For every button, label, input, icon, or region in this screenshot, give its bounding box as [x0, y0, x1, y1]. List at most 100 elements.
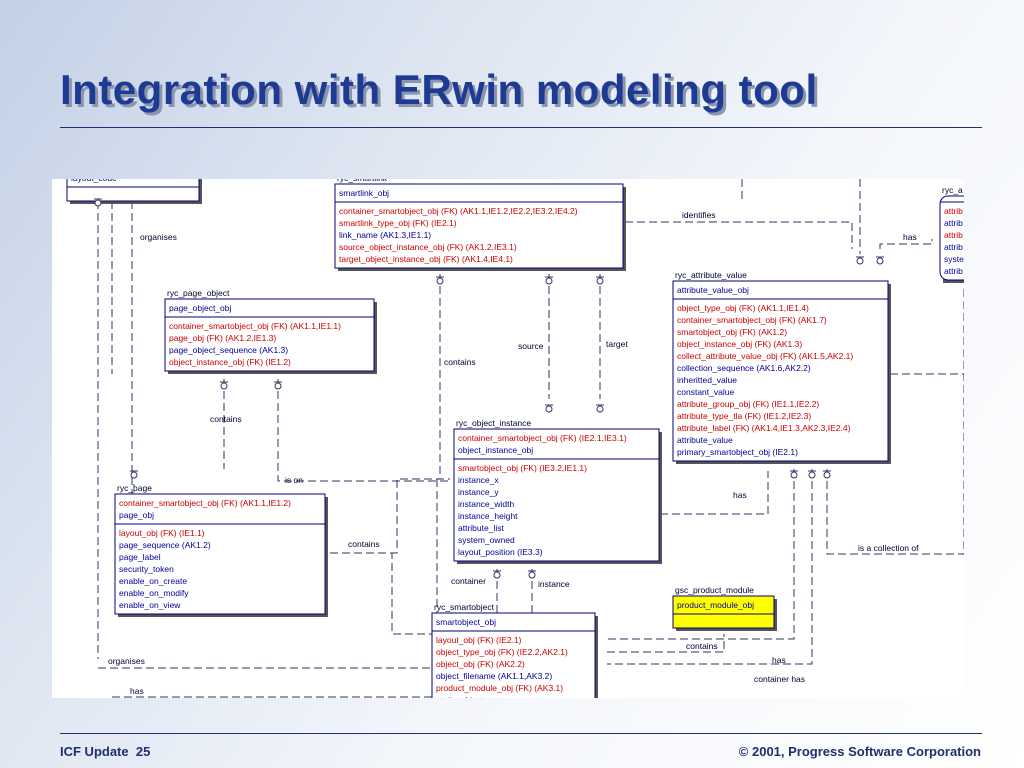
- cardinality-marker: [856, 256, 864, 265]
- cardinality-marker: [790, 470, 798, 479]
- entity-attribute: enable_on_create: [119, 576, 187, 586]
- entity-attribute: attribute_type_tla (FK) (IE1.2,IE2.3): [677, 411, 811, 421]
- entity-title: ryc_page: [117, 483, 152, 493]
- entity-box: [672, 595, 775, 629]
- relationship-label-rel-has-so: has: [772, 655, 786, 665]
- entity-box: [453, 428, 660, 562]
- entity-attribute: object_filename (AK1.1,AK3.2): [436, 671, 552, 681]
- entity-box: [164, 298, 375, 372]
- relationship-label-rel-contains-pm: contains: [686, 641, 718, 651]
- entity-layout_partial: layout_code: [66, 179, 202, 204]
- footer-divider: [60, 733, 982, 734]
- entity-attribute: page_object_sequence (AK1.3): [169, 345, 288, 355]
- entity-attribute: attribute_value: [677, 435, 733, 445]
- entity-page_object: ryc_page_object page_object_obj container_…: [164, 288, 377, 374]
- entities: ryc_smartlinksmartlink_objcontainer_smar…: [66, 179, 964, 698]
- relationship-label-rel-instance: instance: [538, 579, 570, 589]
- entity-attribute: attribute_label (FK) (AK1.4,IE1.3,AK2.3,…: [677, 423, 851, 433]
- entity-attribute: system_owned: [458, 535, 515, 545]
- entity-box: [114, 493, 326, 615]
- entity-box: [66, 179, 200, 202]
- relationship-label-rel-container: container: [451, 576, 486, 586]
- cardinality-marker: [545, 276, 553, 285]
- rel-line-av-down2: [607, 469, 813, 665]
- relationship-lines: [97, 179, 964, 698]
- entity-smartobject: ryc_smartobject smartobject_obj layout_obj…: [431, 602, 598, 698]
- relationship-label-rel-source: source: [518, 341, 544, 351]
- entity-object_instance: ryc_object_instancecontainer_smartobject…: [453, 418, 662, 564]
- footer-left-text: ICF Update: [60, 744, 129, 759]
- entity-attribute_value: ryc_attribute_valueattribute_value_objob…: [672, 270, 891, 464]
- entity-box: [672, 280, 889, 462]
- relationship-label-rel-contains-pageobj: contains: [210, 414, 242, 424]
- cardinality-marker: [596, 404, 604, 413]
- entity-attribute: container_smartobject_obj (FK) (AK1.1,IE…: [339, 206, 578, 216]
- er-diagram: ryc_smartlinksmartlink_objcontainer_smar…: [66, 179, 964, 698]
- rel-line-page-smartobject: [330, 552, 432, 635]
- cardinality-marker: [130, 470, 138, 479]
- entity-attribute: security_token: [119, 564, 174, 574]
- entity-attribute: instance_x: [458, 475, 499, 485]
- entity-attribute: page_obj (FK) (AK1.2,IE1.3): [169, 333, 276, 343]
- entity-attribute: object_obj (FK) (AK2.2): [436, 659, 525, 669]
- entity-key-attribute: smartobject_obj: [436, 617, 496, 627]
- entity-key-attribute: product_module_obj: [677, 600, 754, 610]
- entity-attribute: instance_width: [458, 499, 515, 509]
- entity-title: ryc_page_object: [167, 288, 230, 298]
- entity-key-attribute: page_obj: [119, 510, 154, 520]
- entity-key-attribute: page_object_obj: [169, 303, 232, 313]
- entity-attribute: attribute_list: [458, 523, 504, 533]
- relationship-label-rel-has-bottom: has: [130, 686, 144, 696]
- relationship-label-rel-has-top: has: [903, 232, 917, 242]
- entity-attribute: attrib: [944, 230, 963, 240]
- entity-attribute: collect_attribute_value_obj (FK) (AK1.5,…: [677, 351, 853, 361]
- entity-title: ryc_attribute_value: [675, 270, 747, 280]
- rel-line-av-down1: [607, 469, 795, 640]
- entity-box: [939, 195, 964, 281]
- entity-attribute: object_type_obj (FK) (IE2.2,AK2.1): [436, 647, 568, 657]
- entity-attribute: instance_height: [458, 511, 518, 521]
- entity-attribute: container_smartobject_obj (FK) (AK1.7): [677, 315, 827, 325]
- entity-attribute: syste: [944, 254, 964, 264]
- entity-title: ryc_smartobject: [434, 602, 495, 612]
- entity-key-attribute: layout_code: [71, 179, 117, 183]
- entity-attribute: attrib: [944, 266, 963, 276]
- entity-attribute: attrib: [944, 218, 963, 228]
- footer-right: © 2001, Progress Software Corporation: [738, 744, 981, 759]
- relationship-label-rel-target: target: [606, 339, 628, 349]
- entity-attribute: primary_smartobject_obj (IE2.1): [677, 447, 798, 457]
- rel-line-has-top: [879, 239, 933, 249]
- entity-attribute: container_smartobject_obj (FK) (AK1.1,IE…: [169, 321, 341, 331]
- entity-title: gsc_product_module: [675, 585, 754, 595]
- page-number: 25: [135, 744, 151, 759]
- entity-title: ryc_object_instance: [456, 418, 531, 428]
- entity-attribute: constant_value: [677, 387, 734, 397]
- entity-attribute: layout_obj (FK) (IE1.1): [119, 528, 205, 538]
- entity-attribute: source_object_instance_obj (FK) (AK1.2,I…: [339, 242, 517, 252]
- rel-line-has-oi: [660, 471, 769, 515]
- slide-title: Integration with ERwin modeling tool: [60, 66, 818, 113]
- cardinality-marker: [808, 470, 816, 479]
- entity-attribute: product_module_obj (FK) (AK3.1): [436, 683, 563, 693]
- relationship-label-rel-contains-mid: contains: [444, 357, 476, 367]
- rel-line-contains-page: [330, 478, 450, 554]
- entity-attribute: instance_y: [458, 487, 499, 497]
- cardinality-marker: [94, 198, 102, 207]
- entity-attribute: object_instance_obj (FK) (AK1.3): [677, 339, 802, 349]
- relationship-label-rel-collection: is a collection of: [858, 543, 919, 553]
- entity-title: ryc_a: [942, 185, 963, 195]
- entity-attribute: enable_on_modify: [119, 588, 189, 598]
- cardinality-marker: [493, 570, 501, 579]
- entity-attribute: layout_obj (FK) (IE2.1): [436, 635, 522, 645]
- title-divider: [60, 127, 982, 128]
- entity-attribute: smartobject_obj (FK) (IE3.2,IE1.1): [458, 463, 587, 473]
- cardinality-marker: [596, 276, 604, 285]
- cardinality-marker: [876, 256, 884, 265]
- relationship-label-rel-is-on: is on: [285, 475, 303, 485]
- entity-box: [431, 612, 596, 698]
- entity-attribute: smartobject_obj (FK) (AK1.2): [677, 327, 787, 337]
- entity-attribute: page_label: [119, 552, 161, 562]
- entity-attribute: layout_position (IE3.3): [458, 547, 543, 557]
- entity-attribute: object_instance_obj (FK) (IE1.2): [169, 357, 291, 367]
